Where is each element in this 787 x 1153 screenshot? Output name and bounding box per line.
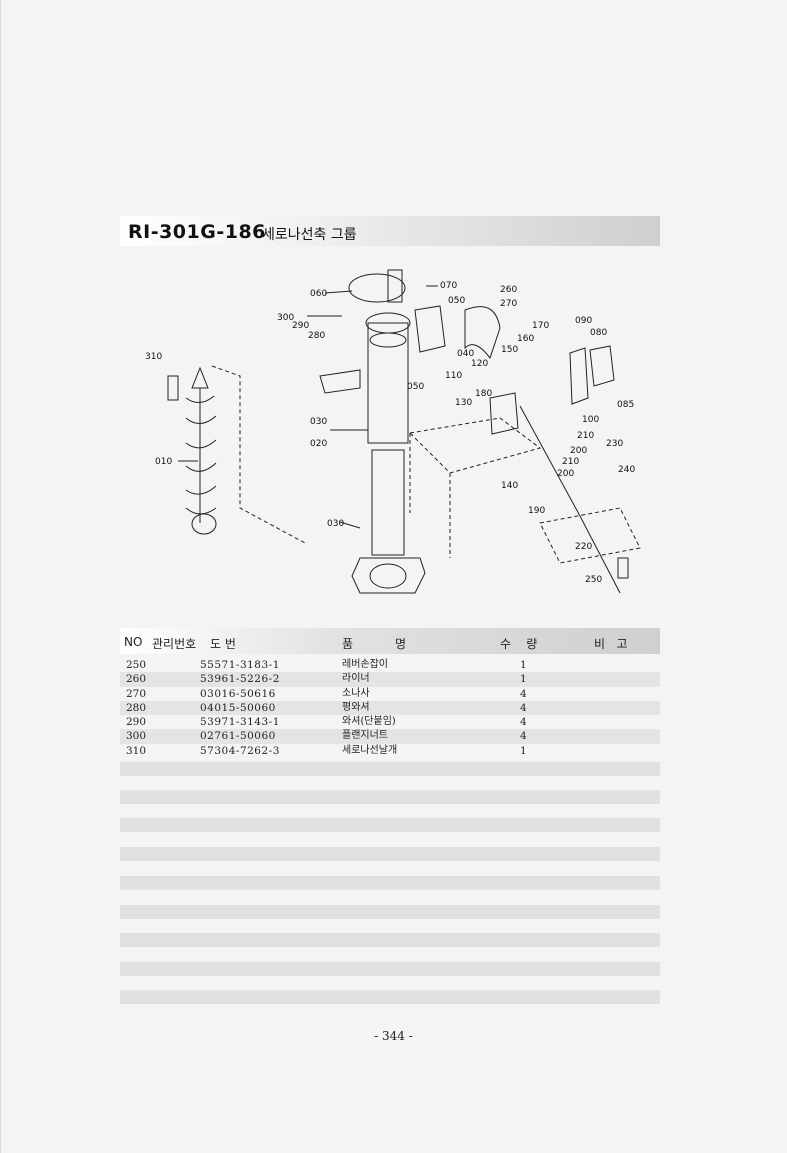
callout-label: 310 — [145, 352, 162, 362]
row-part-name: 레버손잡이 — [342, 659, 388, 670]
group-code: RI-301G-186 — [128, 221, 266, 243]
row-part-number: 03016-50616 — [200, 687, 276, 700]
header-no: NO — [124, 635, 143, 649]
empty-row-stripe — [120, 905, 660, 919]
row-part-number: 55571-3183-1 — [200, 659, 280, 671]
callout-label: 050 — [407, 382, 424, 392]
callout-label: 120 — [471, 359, 488, 369]
callout-label: 300 — [277, 313, 294, 323]
callout-label: 010 — [155, 457, 172, 467]
row-part-number: 02761-50060 — [200, 730, 276, 743]
callout-label: 030 — [310, 417, 327, 427]
table-row: 260 53961-5226-2 라이너 1 — [120, 672, 660, 687]
header-remarks: 비 고 — [594, 637, 628, 651]
callout-label: 190 — [528, 506, 545, 516]
row-quantity: 4 — [520, 687, 527, 700]
callout-label: 090 — [575, 316, 592, 326]
row-quantity: 4 — [520, 730, 527, 743]
row-quantity: 1 — [520, 673, 527, 686]
page-number: - 344 - — [374, 1029, 413, 1043]
row-part-number: 53961-5226-2 — [200, 673, 280, 686]
table-row: 280 04015-50060 평와셔 4 — [120, 700, 660, 716]
row-part-name: 와셔(단붙임) — [342, 716, 396, 728]
callout-label: 180 — [475, 389, 492, 399]
auger-tip — [191, 366, 209, 389]
callout-label: 260 — [500, 285, 517, 295]
row-quantity: 4 — [520, 701, 527, 714]
callout-label: 210 — [577, 431, 594, 441]
callout-label: 210 — [562, 457, 579, 467]
callout-label: 030 — [327, 519, 344, 529]
callout-label: 040 — [457, 349, 474, 359]
callout-label: 200 — [570, 446, 587, 456]
title-band — [120, 216, 660, 246]
parts-table-header: NO 관리번호 도 번 품 명 수 량 비 고 — [120, 628, 660, 654]
empty-row-stripe — [120, 762, 660, 776]
header-drawing-number: 도 번 — [210, 637, 236, 651]
row-quantity: 4 — [520, 716, 527, 729]
row-part-name: 플랜지너트 — [342, 730, 388, 742]
empty-row-stripe — [120, 990, 660, 1004]
callout-label: 230 — [606, 439, 623, 449]
row-no: 290 — [126, 716, 147, 729]
header-mgmt-number: 관리번호 — [152, 637, 197, 651]
callout-label: 240 — [618, 465, 635, 475]
table-row: 300 02761-50060 플랜지너트 4 — [120, 729, 660, 744]
row-part-name: 평와셔 — [342, 701, 370, 713]
table-row: 290 53971-3143-1 와셔(단붙임) 4 — [120, 715, 660, 729]
callout-labels: 060 070 050 260 270 300 290 280 040 170 … — [145, 281, 635, 585]
callout-label: 020 — [310, 439, 327, 449]
group-name: 세로나선축 그룹 — [262, 227, 357, 243]
row-part-name: 라이너 — [342, 673, 370, 685]
parts-drawing: 060 070 050 260 270 300 290 280 040 170 … — [145, 269, 641, 594]
empty-row-stripe — [120, 933, 660, 947]
callout-label: 130 — [455, 398, 472, 408]
row-no: 250 — [126, 659, 147, 671]
callout-label: 140 — [501, 481, 518, 491]
callout-label: 060 — [310, 289, 327, 299]
callout-label: 280 — [308, 331, 325, 341]
empty-row-stripe — [120, 818, 660, 832]
row-no: 260 — [126, 673, 147, 686]
header-part-name: 품 명 — [342, 637, 407, 651]
callout-label: 270 — [500, 299, 517, 309]
empty-row-stripe — [120, 790, 660, 804]
row-no: 280 — [126, 701, 147, 714]
row-part-name: 세로나선날개 — [342, 744, 398, 756]
header-quantity: 수 량 — [500, 637, 538, 651]
callout-label: 170 — [532, 321, 549, 331]
row-quantity: 1 — [520, 659, 527, 671]
empty-row-stripe — [120, 876, 660, 890]
table-row: 250 55571-3183-1 레버손잡이 1 — [120, 658, 660, 672]
callout-label: 110 — [445, 371, 462, 381]
callout-label: 160 — [517, 334, 534, 344]
exploded-parts-diagram: 060 070 050 260 270 300 290 280 040 170 … — [120, 258, 660, 598]
row-no: 270 — [126, 687, 147, 700]
empty-row-stripe — [120, 847, 660, 861]
callout-label: 150 — [501, 345, 518, 355]
table-row: 270 03016-50616 소나사 4 — [120, 687, 660, 701]
row-part-number: 53971-3143-1 — [200, 716, 280, 729]
callout-label: 250 — [585, 575, 602, 585]
callout-label: 070 — [440, 281, 457, 291]
empty-row-stripe — [120, 962, 660, 976]
row-quantity: 1 — [520, 744, 527, 757]
callout-label: 080 — [590, 328, 607, 338]
parts-table-body: 250 55571-3183-1 레버손잡이 1 260 53961-5226-… — [120, 658, 660, 758]
row-part-name: 소나사 — [342, 687, 370, 699]
row-no: 310 — [126, 744, 147, 757]
callout-label: 220 — [575, 542, 592, 552]
callout-label: 200 — [557, 469, 574, 479]
table-row: 310 57304-7262-3 세로나선날개 1 — [120, 744, 660, 758]
row-part-number: 04015-50060 — [200, 701, 276, 714]
callout-label: 290 — [292, 321, 309, 331]
row-no: 300 — [126, 730, 147, 743]
callout-label: 050 — [448, 296, 465, 306]
callout-label: 100 — [582, 415, 599, 425]
row-part-number: 57304-7262-3 — [200, 744, 280, 757]
callout-label: 085 — [617, 400, 634, 410]
